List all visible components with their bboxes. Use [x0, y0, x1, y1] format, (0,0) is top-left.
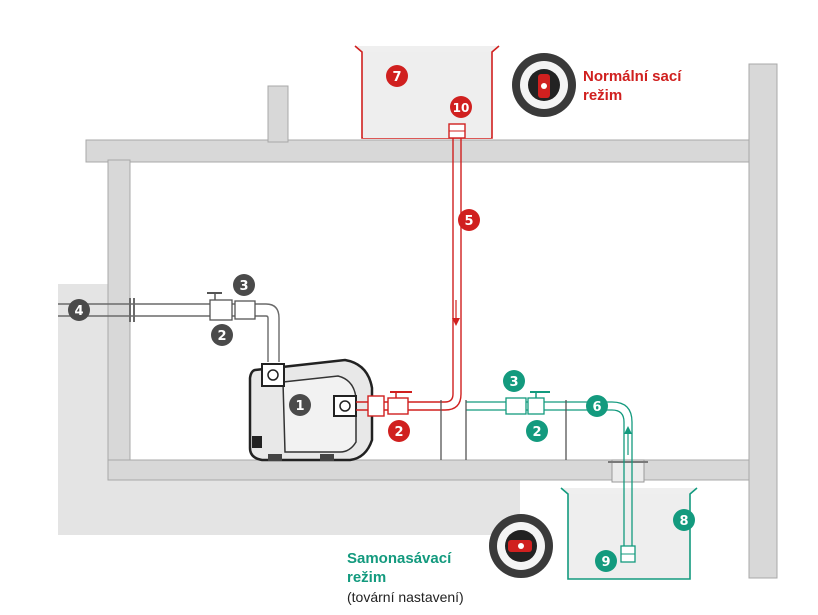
badge-3-green: 3 [503, 370, 525, 392]
suction-pipe-red [356, 138, 462, 411]
floor-slab [107, 459, 750, 481]
badge-2-red: 2 [388, 420, 410, 442]
upper-filter [448, 123, 466, 139]
ceiling-slab [85, 139, 762, 163]
badge-10: 10 [450, 96, 472, 118]
badge-2-grey: 2 [211, 324, 233, 346]
svg-text:9: 9 [601, 555, 610, 570]
ground-area [58, 284, 520, 535]
foot-filter [620, 545, 636, 563]
svg-text:2: 2 [532, 425, 541, 440]
badge-3-grey: 3 [233, 274, 255, 296]
floor-sleeve [611, 459, 645, 483]
badge-9: 9 [595, 550, 617, 572]
svg-text:5: 5 [464, 214, 473, 229]
lower-tank [560, 487, 698, 580]
normal-mode-label-line1: Normální sací [583, 68, 682, 85]
pump-unit [248, 358, 374, 462]
roof-chimney [267, 85, 289, 143]
valve-red [367, 391, 412, 417]
pipe-supports [440, 400, 567, 460]
upper-tank [354, 45, 500, 139]
badge-4: 4 [68, 299, 90, 321]
badge-8: 8 [673, 509, 695, 531]
badge-7: 7 [386, 65, 408, 87]
svg-text:4: 4 [74, 304, 83, 319]
svg-text:6: 6 [592, 400, 601, 415]
svg-text:7: 7 [392, 70, 401, 85]
self-priming-label-line1: Samonasávací [347, 550, 452, 567]
self-priming-note: (tovární nastavení) [347, 589, 464, 605]
valve-green [505, 391, 550, 415]
svg-text:3: 3 [509, 375, 518, 390]
badge-6: 6 [586, 395, 608, 417]
badge-1: 1 [289, 394, 311, 416]
svg-text:10: 10 [453, 101, 470, 115]
svg-text:2: 2 [217, 329, 226, 344]
badge-2-green: 2 [526, 420, 548, 442]
normal-mode-label-line2: režim [583, 87, 622, 104]
left-wall [107, 159, 131, 481]
right-wall [748, 63, 778, 579]
svg-text:3: 3 [239, 279, 248, 294]
valve-knob-normal-icon [512, 53, 576, 117]
self-priming-label-line2: režim [347, 569, 386, 586]
building-structure [58, 63, 778, 579]
valve-grey [207, 292, 256, 321]
svg-text:1: 1 [295, 399, 304, 414]
svg-text:8: 8 [679, 514, 688, 529]
badge-5: 5 [458, 209, 480, 231]
svg-text:2: 2 [394, 425, 403, 440]
valve-knob-self-priming-icon [489, 514, 553, 578]
